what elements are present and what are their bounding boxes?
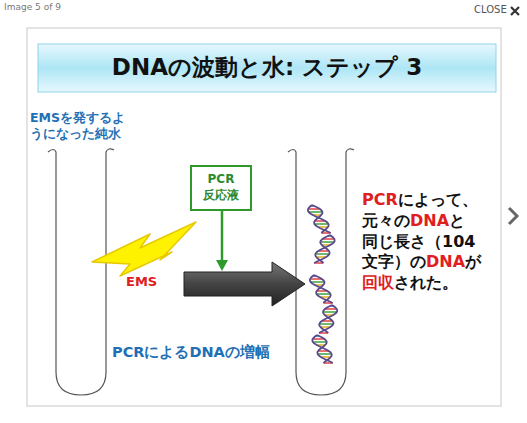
test-tube (288, 149, 354, 395)
dna-backbone (319, 305, 337, 333)
result-note: PCRによって、元々のDNAと同じ長さ（104文字）のDNAが回収された。 (362, 190, 497, 294)
dna-rung (318, 353, 332, 355)
dna-backbone (308, 205, 329, 233)
dna-backbone (310, 275, 331, 303)
dna-rung (313, 341, 327, 343)
dna-rung (323, 311, 337, 313)
dna-backbone (312, 335, 331, 363)
dna-rung (315, 223, 329, 225)
dna-rung (311, 281, 325, 283)
lightning-bolt (92, 222, 196, 276)
process-arrow (184, 262, 305, 306)
dna-rung (309, 211, 323, 213)
next-chevron (509, 208, 517, 224)
dna-backbone (315, 235, 334, 263)
test-tube (48, 149, 114, 395)
green-arrow (221, 210, 224, 262)
dna-rung (319, 323, 333, 325)
dna-strands (308, 205, 337, 363)
dna-rung (317, 293, 331, 295)
close-button: CLOSE (474, 4, 507, 15)
dna-rung (315, 253, 329, 255)
tube-label: EMSを発するようになった純水 (30, 110, 134, 141)
reagent-box: PCR 反応液 (190, 165, 252, 211)
ems-label: EMS (126, 274, 157, 289)
title-band (38, 44, 496, 92)
slide-title: DNAの波動と水: ステップ 3 (38, 52, 496, 83)
dna-backbone (314, 235, 330, 263)
green-arrowhead (216, 260, 228, 271)
step-caption: PCRによるDNAの増幅 (112, 343, 270, 362)
dna-backbone (319, 305, 333, 333)
reagent-label: PCR 反応液 (202, 172, 240, 203)
close-icon (511, 7, 519, 15)
dna-rung (320, 241, 334, 243)
image-counter: Image 5 of 9 (4, 2, 61, 12)
slide-frame (27, 28, 501, 406)
